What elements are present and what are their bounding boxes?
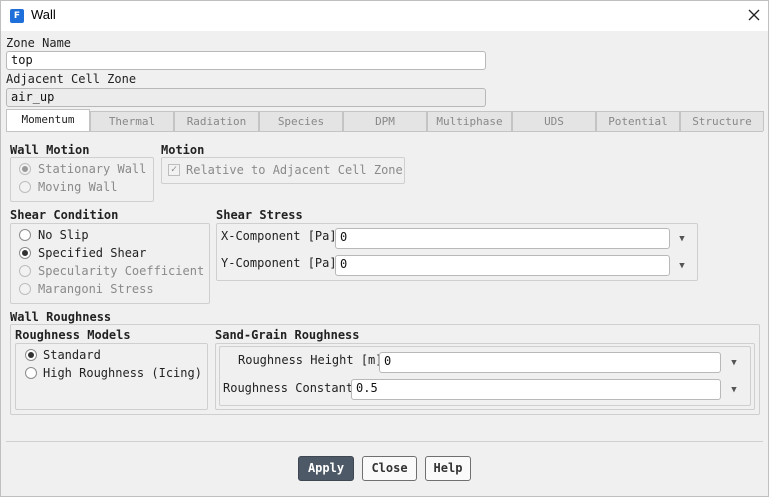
window-title: Wall (31, 7, 56, 22)
help-button[interactable]: Help (425, 456, 471, 481)
high-roughness-label: High Roughness (Icing) (43, 366, 202, 380)
motion-title: Motion (161, 143, 205, 157)
shear-condition-box (10, 223, 210, 304)
tab-radiation[interactable]: Radiation (174, 111, 259, 131)
close-button[interactable]: Close (362, 456, 417, 481)
roughness-constant-input[interactable]: 0.5 (351, 379, 721, 400)
high-roughness-radio[interactable] (25, 367, 37, 379)
roughness-models-box (15, 343, 208, 410)
zone-name-input[interactable]: top (6, 51, 486, 70)
chevron-down-icon[interactable]: ▼ (679, 234, 685, 244)
moving-wall-label: Moving Wall (38, 180, 118, 194)
relative-to-adjacent-label: Relative to Adjacent Cell Zone (186, 163, 403, 177)
wall-roughness-title: Wall Roughness (10, 310, 112, 324)
wall-motion-title: Wall Motion (10, 143, 90, 157)
stationary-wall-radio[interactable] (19, 163, 31, 175)
moving-wall-radio[interactable] (19, 181, 31, 193)
tab-species[interactable]: Species (259, 111, 343, 131)
shear-condition-title: Shear Condition (10, 208, 119, 222)
tab-momentum[interactable]: Momentum (6, 109, 90, 131)
roughness-height-label: Roughness Height [m] (238, 353, 383, 367)
marangoni-stress-radio[interactable] (19, 283, 31, 295)
wall-roughness-box (10, 324, 760, 415)
close-icon[interactable] (745, 6, 763, 24)
marangoni-stress-label: Marangoni Stress (38, 282, 154, 296)
tab-dpm[interactable]: DPM (343, 111, 427, 131)
tab-structure[interactable]: Structure (680, 111, 764, 131)
roughness-constant-label: Roughness Constant (223, 381, 354, 395)
motion-box (161, 157, 405, 184)
adjacent-cell-zone-field: air_up (6, 88, 486, 107)
relative-to-adjacent-checkbox[interactable]: ✓ (168, 164, 180, 176)
zone-name-label: Zone Name (6, 36, 72, 50)
divider (6, 441, 763, 442)
specularity-coefficient-label: Specularity Coefficient (38, 264, 205, 278)
fluent-app-icon: F (10, 9, 24, 23)
standard-label: Standard (43, 348, 101, 362)
no-slip-label: No Slip (38, 228, 89, 242)
wall-motion-box (10, 157, 154, 202)
tab-potential[interactable]: Potential (596, 111, 680, 131)
roughness-models-title: Roughness Models (15, 328, 131, 342)
no-slip-radio[interactable] (19, 229, 31, 241)
adjacent-cell-zone-label: Adjacent Cell Zone (6, 72, 137, 86)
stationary-wall-label: Stationary Wall (38, 162, 147, 176)
chevron-down-icon[interactable]: ▼ (731, 358, 737, 368)
standard-radio[interactable] (25, 349, 37, 361)
chevron-down-icon[interactable]: ▼ (679, 261, 685, 271)
tab-thermal[interactable]: Thermal (90, 111, 174, 131)
sand-grain-inner-box (219, 346, 751, 406)
sand-grain-roughness-title: Sand-Grain Roughness (215, 328, 360, 342)
apply-button[interactable]: Apply (298, 456, 354, 481)
specularity-coefficient-radio[interactable] (19, 265, 31, 277)
tab-multiphase[interactable]: Multiphase (427, 111, 512, 131)
x-component-input[interactable]: 0 (335, 228, 670, 249)
y-component-input[interactable]: 0 (335, 255, 670, 276)
momentum-panel (6, 131, 763, 423)
x-component-label: X-Component [Pa] (221, 229, 337, 243)
title-bar (1, 1, 768, 31)
tab-uds[interactable]: UDS (512, 111, 596, 131)
shear-stress-title: Shear Stress (216, 208, 303, 222)
chevron-down-icon[interactable]: ▼ (731, 385, 737, 395)
specified-shear-radio[interactable] (19, 247, 31, 259)
y-component-label: Y-Component [Pa] (221, 256, 337, 270)
shear-stress-box (216, 223, 698, 281)
specified-shear-label: Specified Shear (38, 246, 147, 260)
roughness-height-input[interactable]: 0 (379, 352, 721, 373)
sand-grain-roughness-box (215, 343, 755, 410)
